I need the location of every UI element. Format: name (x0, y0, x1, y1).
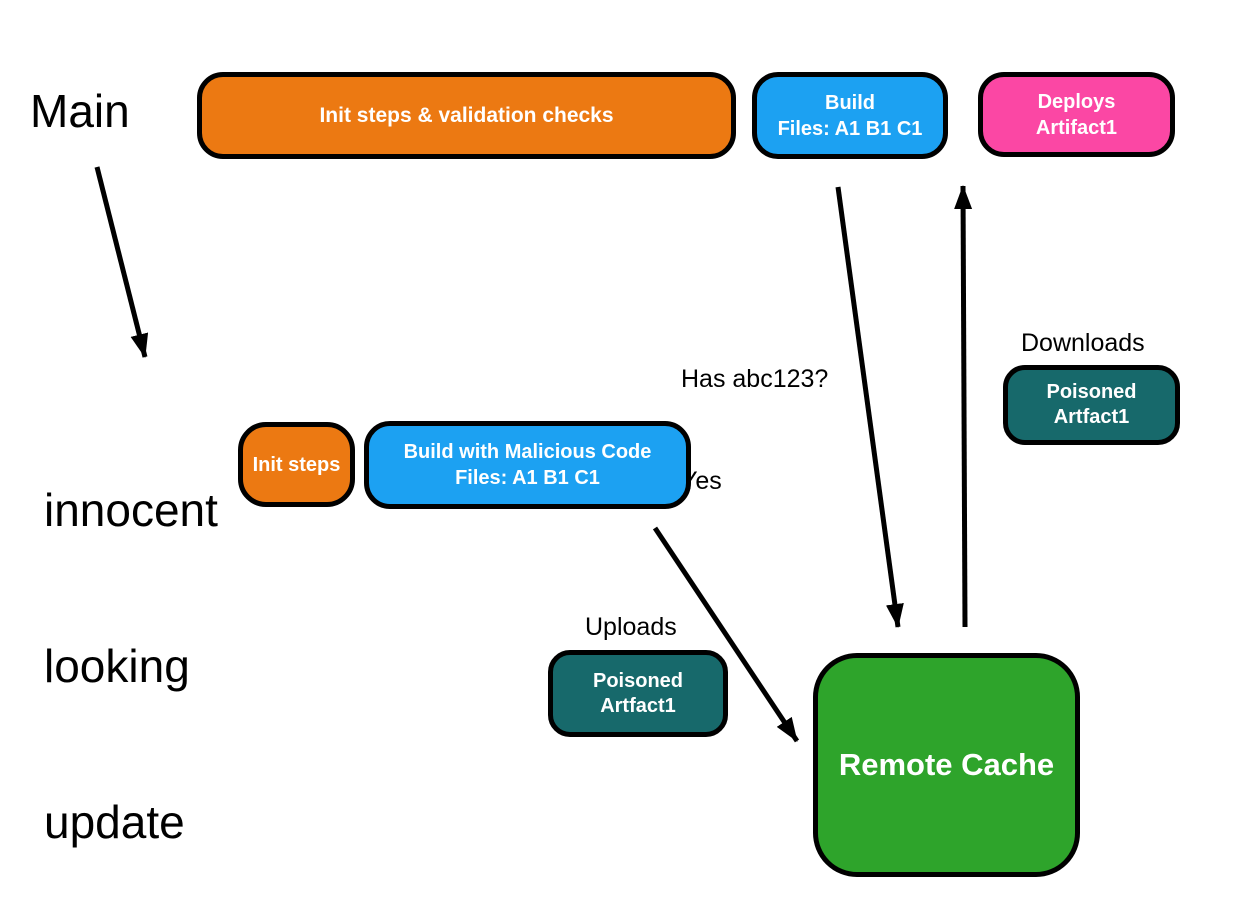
uploads-label: Uploads (585, 613, 677, 641)
node-init-validation: Init steps & validation checks (197, 72, 736, 159)
node-remote-cache: Remote Cache (813, 653, 1080, 877)
node-poisoned-download: Poisoned Artfact1 (1003, 365, 1180, 445)
node-remote-cache-label: Remote Cache (838, 747, 1055, 782)
node-init-validation-label: Init steps & validation checks (319, 103, 614, 127)
node-build-malicious: Build with Malicious Code Files: A1 B1 C… (364, 421, 691, 509)
node-build-main-line1: Build (825, 91, 875, 114)
node-poisoned-upload: Poisoned Artfact1 (548, 650, 728, 737)
node-poisoned-upload-line2: Artfact1 (600, 694, 676, 717)
arrow-build-to-cache (835, 186, 904, 628)
node-deploys-artifact: Deploys Artifact1 (978, 72, 1175, 157)
innocent-update-label: innocent looking update (44, 380, 218, 908)
innocent-update-line1: innocent (44, 484, 218, 536)
has-abc123-label: Has abc123? Yes (681, 294, 828, 566)
node-build-main: Build Files: A1 B1 C1 (752, 72, 948, 159)
node-build-main-line2: Files: A1 B1 C1 (777, 117, 923, 140)
node-deploys-artifact-line2: Artifact1 (1035, 116, 1118, 139)
has-abc123-line1: Has abc123? (681, 365, 829, 393)
innocent-update-line2: looking (44, 640, 190, 692)
node-poisoned-download-line2: Artfact1 (1053, 406, 1130, 428)
downloads-label: Downloads (1021, 329, 1145, 357)
has-abc123-line2: Yes (681, 467, 722, 495)
node-poisoned-download-line1: Poisoned (1046, 381, 1137, 403)
node-build-malicious-line1: Build with Malicious Code (403, 441, 652, 463)
node-init-steps: Init steps (238, 422, 355, 507)
node-deploys-artifact-line1: Deploys (1037, 90, 1116, 113)
innocent-update-line3: update (44, 796, 185, 848)
node-build-malicious-line2: Files: A1 B1 C1 (455, 467, 600, 489)
node-init-steps-label: Init steps (252, 453, 341, 476)
arrow-cache-to-deploys (954, 185, 973, 628)
node-poisoned-upload-line1: Poisoned (592, 669, 683, 692)
arrow-main-to-update (94, 166, 149, 358)
main-branch-label: Main (30, 85, 130, 137)
